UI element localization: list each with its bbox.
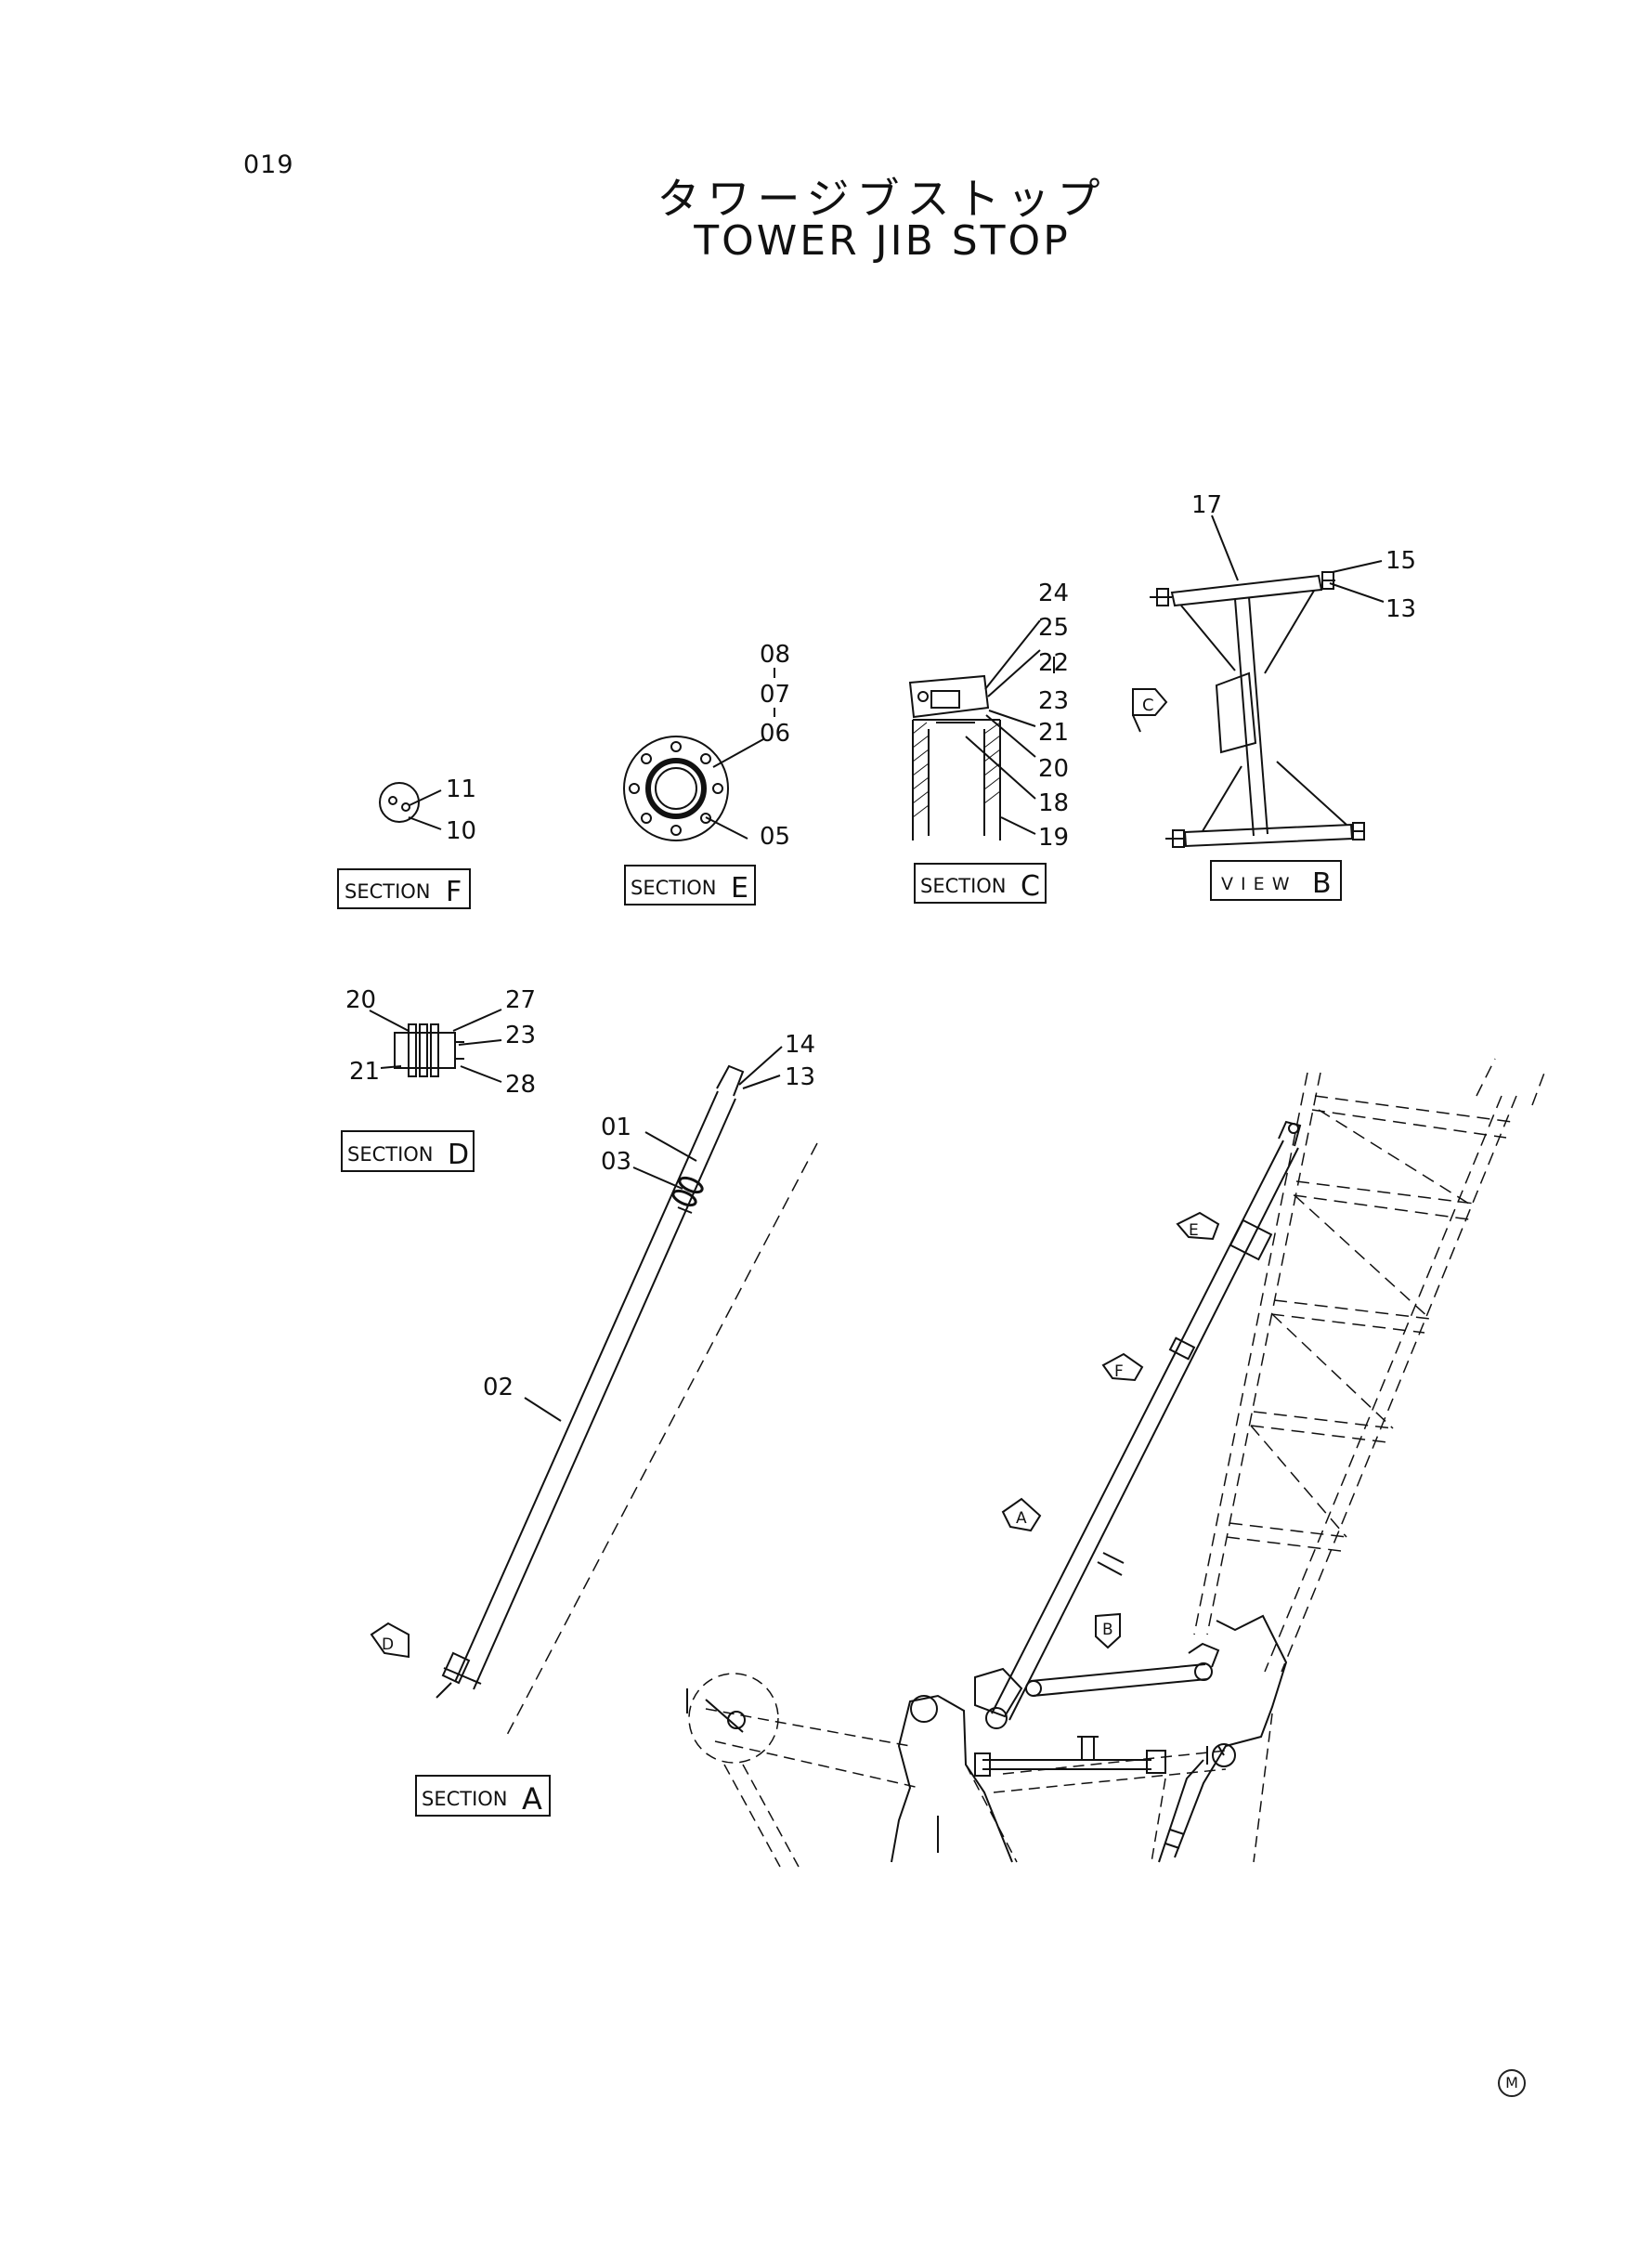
callout-19: 19 [1038, 824, 1069, 852]
callout-18: 18 [1038, 789, 1069, 817]
callout-15: 15 [1385, 547, 1416, 575]
section-letter: D [448, 1139, 469, 1171]
section-d-label: SECTION D [341, 1130, 475, 1172]
callout-23: 23 [1038, 687, 1069, 715]
callout-03: 03 [601, 1148, 631, 1176]
section-a-detail: 14 13 01 03 02 [436, 1031, 818, 1738]
section-letter: C [1021, 870, 1040, 903]
section-prefix: SECTION [631, 877, 717, 899]
callout-13: 13 [785, 1063, 815, 1091]
callout-14: 14 [785, 1031, 815, 1059]
callout-01: 01 [601, 1114, 631, 1141]
svg-text:E: E [1189, 1221, 1199, 1240]
callout-27: 27 [505, 986, 536, 1014]
section-c-label: SECTION C [914, 863, 1047, 904]
view-marker-a: A [1001, 1497, 1042, 1532]
section-letter: E [731, 872, 748, 905]
view-marker-e: E [1176, 1211, 1220, 1241]
callout-17: 17 [1191, 491, 1222, 519]
callout-05: 05 [760, 823, 790, 851]
callout-28: 28 [505, 1071, 536, 1099]
section-f-label: SECTION F [337, 868, 471, 909]
view-b-label: V I E W B [1210, 860, 1342, 901]
svg-text:B: B [1102, 1621, 1113, 1639]
svg-text:D: D [382, 1635, 394, 1654]
callout-22: 22 [1038, 649, 1069, 677]
callout-21: 21 [349, 1058, 380, 1086]
view-marker-d: D [370, 1622, 410, 1659]
section-prefix: SECTION [920, 875, 1007, 897]
callout-20: 20 [345, 986, 376, 1014]
title-english: TOWER JIB STOP [694, 217, 1071, 265]
page-number: 019 [243, 150, 294, 179]
callout-07: 07 [760, 681, 790, 709]
footer-mark: M [1498, 2069, 1526, 2097]
section-f-detail: 11 10 [379, 775, 476, 845]
svg-text:F: F [1114, 1362, 1124, 1381]
view-marker-f: F [1101, 1352, 1144, 1382]
callout-13: 13 [1385, 595, 1416, 623]
section-prefix: V I E W [1221, 874, 1291, 894]
section-c-detail: 24 25 22 23 21 20 18 19 [908, 580, 1069, 852]
section-d-detail: 20 27 23 21 28 [345, 986, 536, 1099]
section-letter: B [1312, 867, 1332, 900]
view-marker-b: B [1095, 1612, 1121, 1649]
callout-08: 08 [760, 641, 790, 669]
callout-25: 25 [1038, 614, 1069, 642]
section-letter: A [522, 1781, 542, 1817]
svg-text:C: C [1142, 696, 1154, 715]
callout-10: 10 [446, 817, 476, 845]
section-a-label: SECTION A [415, 1775, 551, 1817]
title-japanese: タワージブストップ [657, 174, 1108, 224]
section-e-label: SECTION E [624, 865, 756, 905]
section-prefix: SECTION [422, 1788, 508, 1810]
section-e-detail: 08 07 06 05 [623, 641, 790, 851]
view-marker-c: C [1132, 688, 1168, 733]
callout-20: 20 [1038, 755, 1069, 783]
callout-21: 21 [1038, 719, 1069, 747]
callout-11: 11 [446, 775, 476, 803]
crane-assembly [686, 1058, 1547, 1868]
svg-text:A: A [1016, 1509, 1027, 1528]
section-prefix: SECTION [347, 1143, 434, 1166]
callout-24: 24 [1038, 580, 1069, 607]
callout-23: 23 [505, 1022, 536, 1049]
section-letter: F [446, 876, 462, 908]
section-prefix: SECTION [345, 880, 431, 903]
view-b-detail: 17 15 13 [1150, 491, 1416, 848]
callout-06: 06 [760, 720, 790, 748]
callout-02: 02 [483, 1374, 514, 1401]
